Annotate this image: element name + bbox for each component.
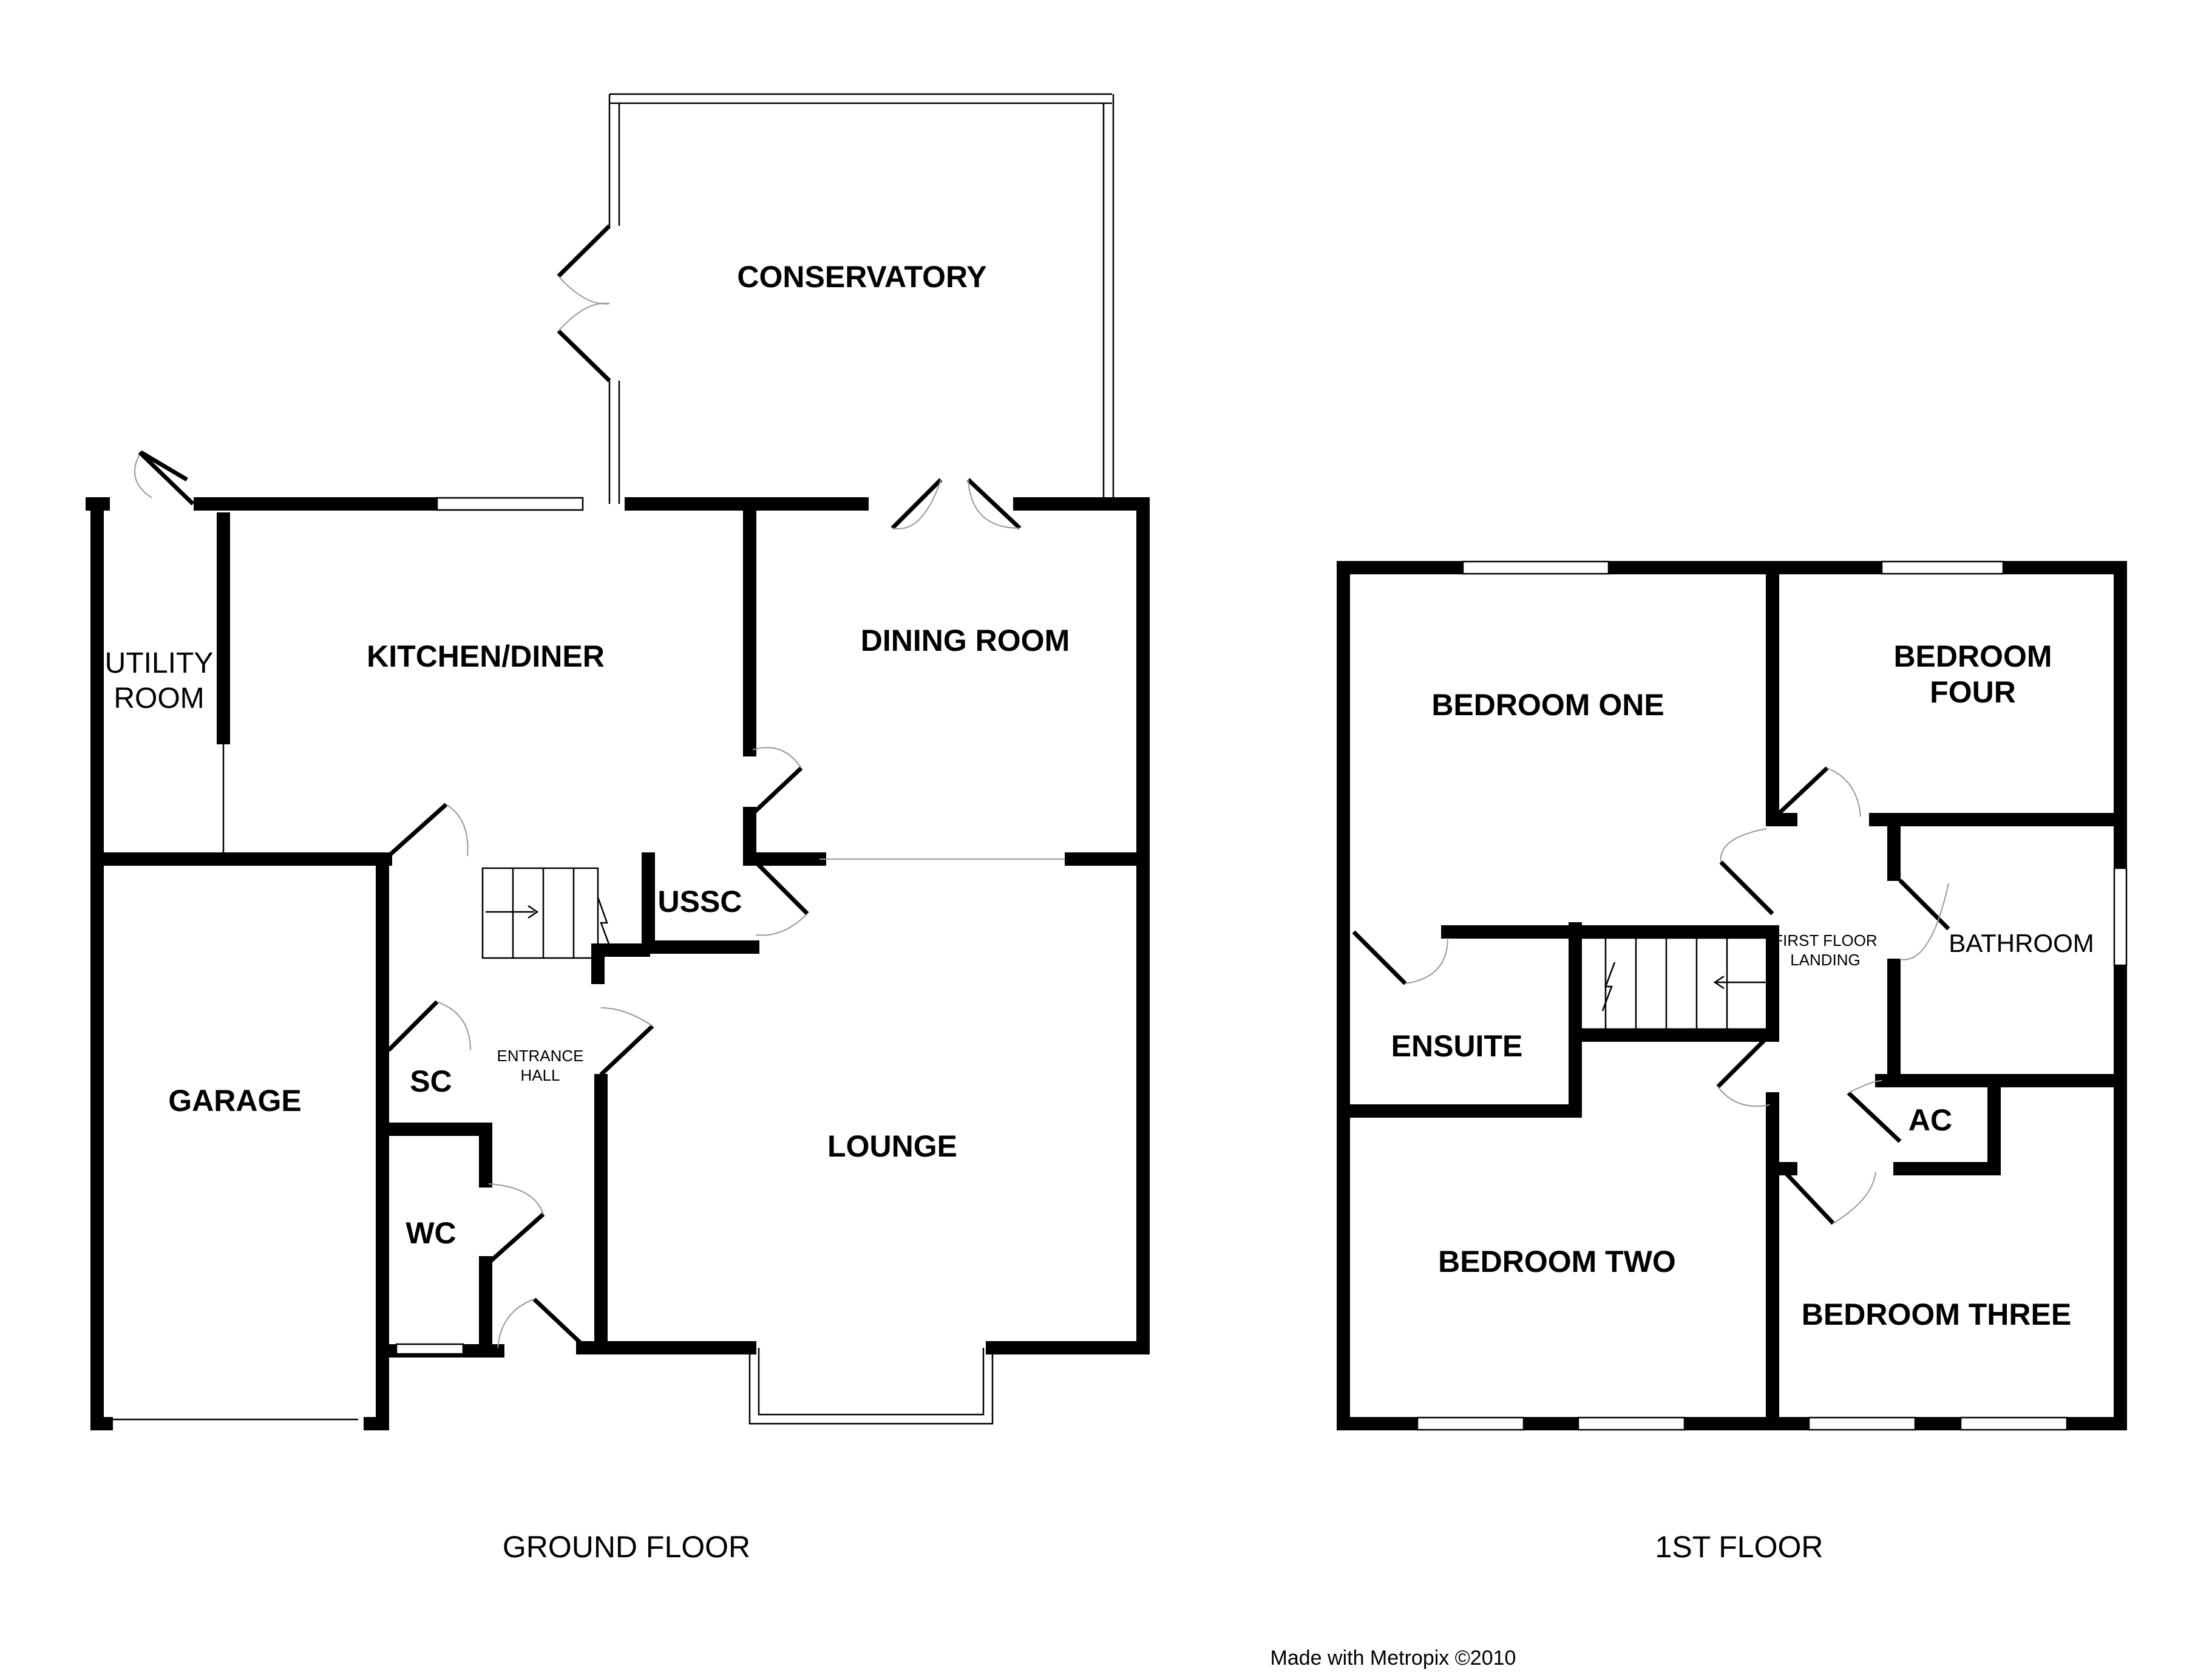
- utility-label-line1: UTILITY: [105, 647, 214, 679]
- first-floor-outer-walls: [1337, 561, 2127, 1430]
- ground-floor-interior-walls: [90, 509, 1142, 1358]
- ground-floor-doors: [134, 450, 1022, 1350]
- entrance-hall-label-line2: HALL: [520, 1066, 560, 1084]
- garage-label: GARAGE: [168, 1084, 301, 1118]
- conservatory-label: CONSERVATORY: [737, 260, 986, 294]
- bathroom-label: BATHROOM: [1949, 929, 2094, 957]
- conservatory-walls: [557, 93, 1114, 504]
- bedroom-four-label-line2: FOUR: [1930, 675, 2016, 709]
- wc-label: WC: [405, 1216, 456, 1250]
- ensuite-label: ENSUITE: [1391, 1029, 1523, 1063]
- first-floor-stairs: [1574, 937, 1774, 1030]
- lounge-label: LOUNGE: [827, 1129, 957, 1163]
- sc-label: SC: [410, 1064, 452, 1098]
- bedroom-one-label: BEDROOM ONE: [1431, 688, 1664, 722]
- ussc-label: USSC: [658, 885, 742, 919]
- bedroom-three-label: BEDROOM THREE: [1802, 1297, 2071, 1331]
- ground-floor-stairs: [481, 867, 611, 959]
- ground-floor-caption: GROUND FLOOR: [503, 1530, 750, 1564]
- utility-label-line2: ROOM: [114, 682, 204, 715]
- ac-label: AC: [1908, 1103, 1952, 1137]
- bedroom-two-label: BEDROOM TWO: [1438, 1245, 1676, 1279]
- ground-floor-windows: [106, 497, 994, 1425]
- landing-label-line1: FIRST FLOOR: [1773, 931, 1877, 950]
- first-floor-doors: [1352, 766, 1950, 1225]
- entrance-hall-label-line1: ENTRANCE: [497, 1047, 583, 1065]
- first-floor-windows: [1416, 560, 2128, 1431]
- ground-floor-plan: [86, 93, 1150, 1430]
- dining-room-label: DINING ROOM: [861, 624, 1070, 658]
- metropix-credit: Made with Metropix ©2010: [1271, 1647, 1516, 1670]
- ground-floor-outer-walls: [86, 497, 1150, 1430]
- landing-label-line2: LANDING: [1790, 951, 1861, 969]
- kitchen-label: KITCHEN/DINER: [367, 639, 605, 673]
- first-floor-plan: [1337, 560, 2128, 1431]
- bedroom-four-label-line1: BEDROOM: [1893, 639, 2052, 673]
- first-floor-caption: 1ST FLOOR: [1655, 1530, 1824, 1564]
